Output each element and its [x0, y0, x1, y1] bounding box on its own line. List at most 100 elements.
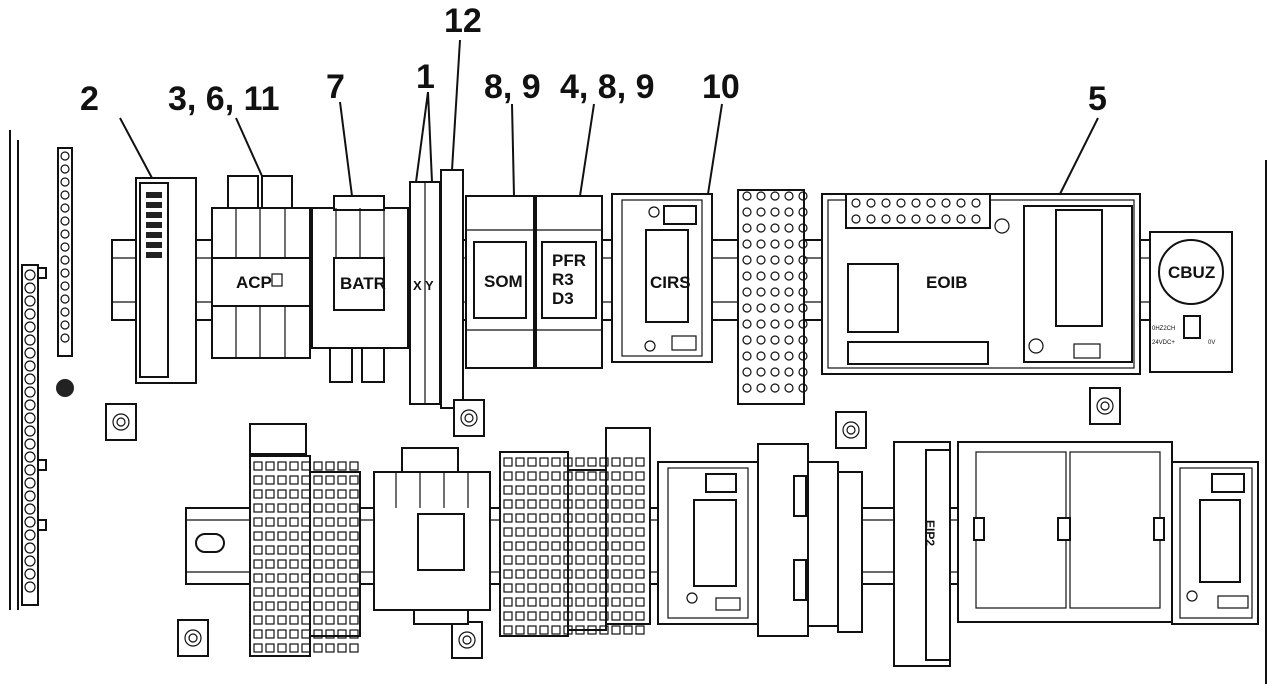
terminal-cell	[587, 485, 597, 495]
lower-io-module-1	[657, 461, 759, 625]
terminal-cell	[623, 569, 633, 579]
connector-pin	[956, 214, 966, 224]
strip-hole	[24, 386, 36, 398]
terminal-cell	[515, 555, 525, 565]
terminal-cell	[503, 583, 513, 593]
terminal-cell	[277, 517, 287, 527]
terminal-cell	[623, 513, 633, 523]
terminal-cell	[325, 461, 335, 471]
terminal-cell	[313, 573, 323, 583]
terminal-cell	[265, 601, 275, 611]
terminal-screw	[742, 223, 752, 233]
terminal-block-group-upper	[737, 189, 808, 405]
terminal-cell	[635, 569, 645, 579]
terminal-cell	[527, 625, 537, 635]
terminal-block-group-lower-center	[757, 443, 863, 637]
terminal-cell	[503, 625, 513, 635]
terminal-cell	[623, 541, 633, 551]
terminal-cell	[587, 513, 597, 523]
terminal-screw	[770, 303, 780, 313]
terminal-screw	[756, 319, 766, 329]
terminal-cell	[539, 555, 549, 565]
bracket-hole	[1100, 401, 1110, 411]
terminal-cell	[265, 587, 275, 597]
terminal-cell	[527, 541, 537, 551]
terminal-cell	[635, 527, 645, 537]
terminal-cell	[289, 461, 299, 471]
terminal-cell	[349, 475, 359, 485]
terminal-cell	[635, 513, 645, 523]
callout-12: 12	[444, 2, 482, 40]
callout-8-9: 8, 9	[484, 68, 541, 106]
terminal-screw	[742, 335, 752, 345]
terminal-cell	[503, 527, 513, 537]
terminal-screw	[770, 223, 780, 233]
bracket-hole	[460, 409, 478, 427]
terminal-cell	[563, 499, 573, 509]
terminal-cell	[551, 555, 561, 565]
bar-hole	[60, 281, 70, 291]
terminal-cell	[563, 583, 573, 593]
strip-hole	[24, 360, 36, 372]
terminal-cell	[337, 559, 347, 569]
terminal-cell	[623, 457, 633, 467]
terminal-cell	[301, 643, 311, 653]
terminal-cell	[253, 489, 263, 499]
terminal-screw	[756, 303, 766, 313]
terminal-cell	[325, 517, 335, 527]
module-eoib: EOIB	[821, 193, 1141, 375]
terminal-cell	[563, 555, 573, 565]
terminal-cell	[337, 489, 347, 499]
terminal-screw	[798, 271, 808, 281]
terminal-cell	[301, 461, 311, 471]
strip-hole	[24, 451, 36, 463]
terminal-cell	[277, 573, 287, 583]
terminal-cell	[575, 527, 585, 537]
strip-hole	[24, 347, 36, 359]
left-vertical-bar	[57, 147, 73, 357]
terminal-screw	[784, 383, 794, 393]
terminal-cell	[349, 643, 359, 653]
terminal-screw	[784, 367, 794, 377]
terminal-screw	[798, 383, 808, 393]
terminal-screw	[770, 335, 780, 345]
terminal-cell	[539, 527, 549, 537]
terminal-cell	[515, 485, 525, 495]
module-2-terminal-block	[135, 177, 197, 384]
terminal-cell	[277, 475, 287, 485]
terminal-cell	[277, 587, 287, 597]
terminal-cell	[575, 555, 585, 565]
terminal-cell	[527, 597, 537, 607]
terminal-cell	[301, 517, 311, 527]
terminal-cell	[575, 485, 585, 495]
terminal-cell	[551, 471, 561, 481]
terminal-cell	[349, 517, 359, 527]
terminal-screw	[798, 207, 808, 217]
terminal-cell	[289, 545, 299, 555]
terminal-screw	[756, 207, 766, 217]
bar-hole	[60, 242, 70, 252]
terminal-screw	[770, 287, 780, 297]
terminal-cell	[551, 527, 561, 537]
terminal-cell	[635, 625, 645, 635]
strip-hole	[24, 334, 36, 346]
terminal-cell	[551, 569, 561, 579]
som-label: SOM	[484, 272, 523, 291]
connector-pin	[971, 214, 981, 224]
strip-hole	[24, 477, 36, 489]
terminal-cell	[289, 475, 299, 485]
terminal-cell	[503, 457, 513, 467]
terminal-cell	[563, 485, 573, 495]
strip-hole	[24, 399, 36, 411]
callout-1: 1	[416, 58, 435, 96]
terminal-cell	[551, 583, 561, 593]
terminal-cell	[325, 489, 335, 499]
bracket-hole	[846, 425, 856, 435]
terminal-cell	[265, 531, 275, 541]
terminal-cell	[587, 555, 597, 565]
terminal-cell	[277, 559, 287, 569]
module-cirs: CIRS	[611, 193, 713, 363]
bracket-hole	[1096, 397, 1114, 415]
terminal-cell	[289, 615, 299, 625]
terminal-cell	[539, 625, 549, 635]
